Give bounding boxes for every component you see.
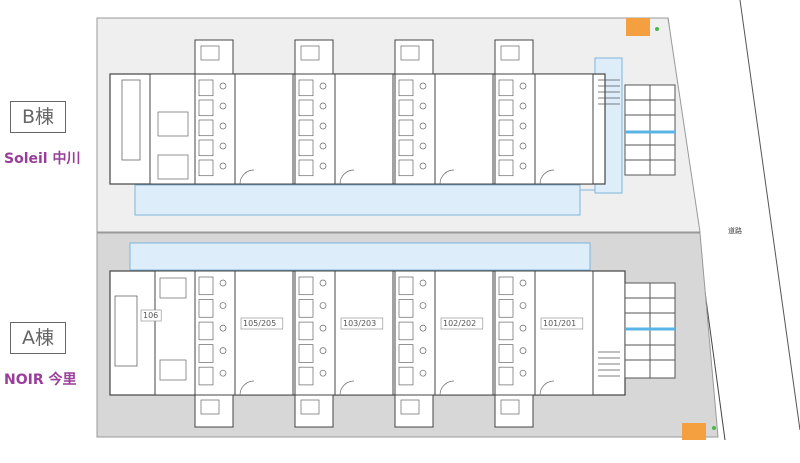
room-labels: 106 105/205 103/203 102/202 101/201 <box>140 309 584 330</box>
room-label: 105/205 <box>243 319 276 328</box>
room-label: 106 <box>143 311 158 320</box>
building-b-corridor <box>134 184 581 216</box>
parking-b <box>624 84 676 176</box>
building-a-label: A棟 <box>10 322 66 354</box>
building-b-label: B棟 <box>10 101 66 133</box>
room-label: 102/202 <box>443 319 476 328</box>
room-label: 103/203 <box>343 319 376 328</box>
building-a-corridor <box>129 242 591 271</box>
road-far-line <box>739 0 800 431</box>
stairs-b <box>598 79 620 105</box>
building-a-name: NOIR 今里 <box>4 372 77 388</box>
orange-marker-bottom <box>682 423 706 440</box>
room-label: 101/201 <box>543 319 576 328</box>
building-a-units <box>154 270 594 428</box>
green-marker-top <box>655 27 659 31</box>
green-marker-bottom <box>712 426 716 430</box>
orange-marker-top <box>626 18 650 36</box>
building-b-units <box>149 39 594 185</box>
parking-a <box>624 282 676 379</box>
stairs-a <box>598 351 620 377</box>
road-label: 道路 <box>728 226 742 235</box>
building-b-name: Soleil 中川 <box>4 151 81 167</box>
